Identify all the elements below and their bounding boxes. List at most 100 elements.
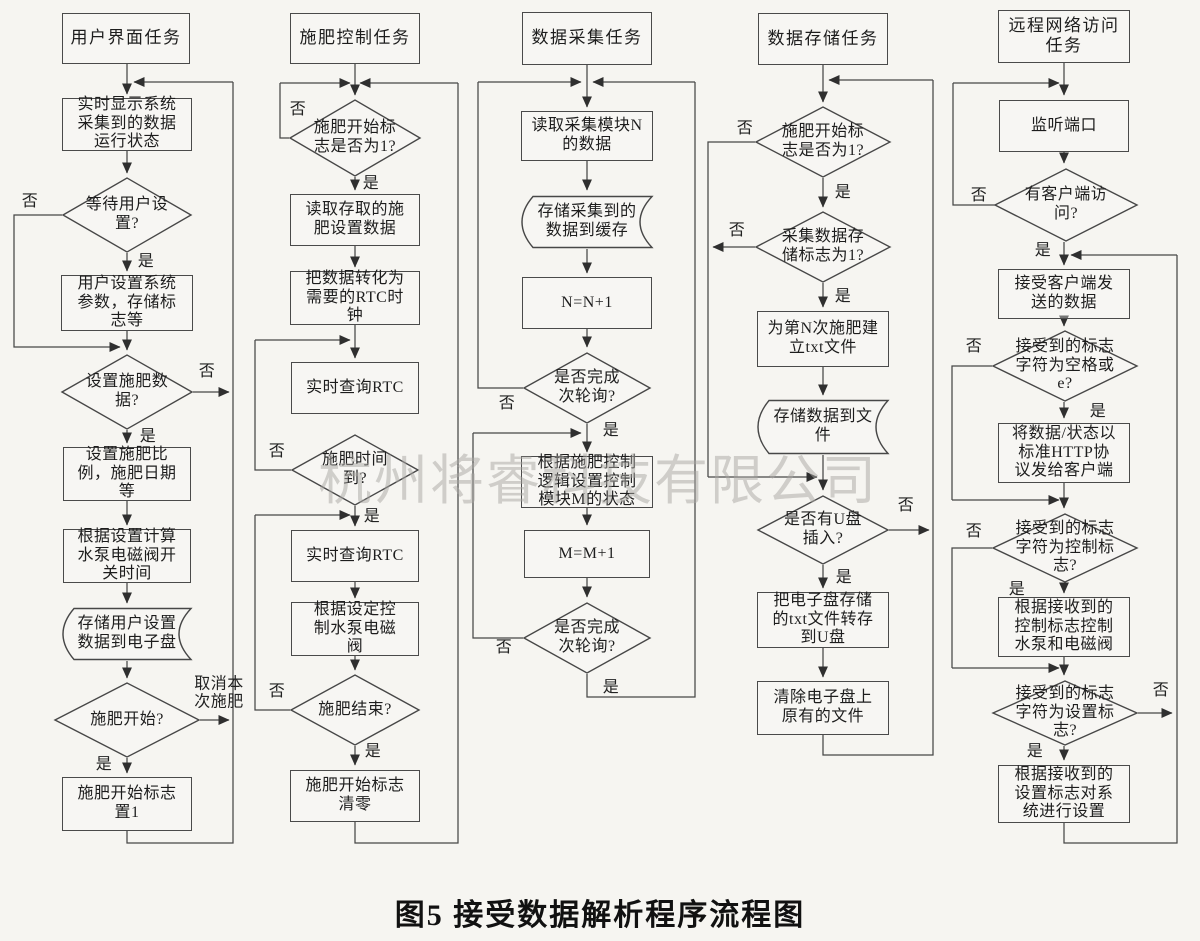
flow-node-4-3: 为第N次施肥建 立txt文件 — [757, 311, 889, 367]
edge-label: 是 — [834, 288, 852, 306]
flow-edge — [1063, 255, 1178, 844]
flow-node-1-7: 存储用户设置 数据到电子盘 — [61, 607, 193, 661]
flow-node-3-3: N=N+1 — [522, 277, 652, 329]
flow-node-2-7: 根据设定控 制水泵电磁 阀 — [291, 601, 419, 656]
edge-label: 是 — [602, 422, 620, 440]
flow-edge — [952, 83, 995, 206]
flow-node-label: 实时显示系统 采集到的数据 运行状态 — [77, 96, 177, 151]
edge-label: 是 — [834, 184, 852, 202]
edge-label: 否 — [970, 187, 988, 205]
flow-node-label: 施肥控制任务 — [299, 28, 411, 48]
edge-label: 是 — [602, 679, 620, 697]
flow-node-1-4: 设置施肥数 据? — [60, 354, 194, 430]
figure-caption: 图5 接受数据解析程序流程图 — [394, 899, 806, 932]
edge-label: 否 — [728, 222, 746, 240]
flow-node-label: 数据存储任务 — [767, 29, 879, 49]
flow-node-3-4: 是否完成 次轮询? — [522, 352, 652, 424]
flow-node-label: 有客户端访 问? — [1024, 186, 1108, 222]
flow-node-label: 监听端口 — [1030, 116, 1097, 134]
flow-node-label: 施肥开始标 志是否为1? — [313, 119, 397, 155]
diamond-shape — [991, 330, 1139, 402]
diamond-shape — [522, 352, 652, 424]
flow-node-2-9: 施肥开始标志 清零 — [290, 770, 420, 822]
flow-node-4-6: 把电子盘存储 的txt文件转存 到U盘 — [757, 592, 889, 648]
edge-label: 是 — [1008, 581, 1026, 599]
flow-node-label: 设置施肥数 据? — [85, 373, 169, 409]
flow-node-5-1: 监听端口 — [999, 100, 1129, 152]
flow-node-label: 存储数据到文 件 — [773, 408, 873, 444]
edge-label: 取消本 次施肥 — [194, 675, 244, 710]
edge-label: 是 — [364, 743, 382, 761]
edge-label: 是 — [362, 175, 380, 193]
edge-label: 是 — [835, 569, 853, 587]
flow-node-1-8: 施肥开始? — [53, 682, 201, 758]
flow-node-5-9: 根据接收到的 设置标志对系 统进行设置 — [998, 765, 1130, 823]
flow-node-label: 等待用户设 置? — [85, 196, 169, 232]
flow-node-label: 把电子盘存储 的txt文件转存 到U盘 — [772, 592, 874, 647]
edge-label: 否 — [21, 193, 39, 211]
flow-node-label: 实时查询RTC — [306, 378, 404, 396]
flow-node-label: 根据接收到的 控制标志控制 水泵和电磁阀 — [1014, 599, 1114, 654]
flow-node-label: 是否完成 次轮询? — [553, 369, 620, 405]
flow-edge — [254, 515, 290, 711]
flow-node-label: 接受到的标志 字符为设置标 志? — [1015, 685, 1115, 740]
edge-label: 否 — [897, 497, 915, 515]
flow-edge — [586, 82, 696, 698]
edge-label: 否 — [498, 395, 516, 413]
flow-node-3-5: 根据施肥控制 逻辑设置控制 模块M的状态 — [521, 454, 653, 508]
flow-node-3-1: 读取采集模块N 的数据 — [521, 111, 653, 161]
diamond-shape — [53, 682, 201, 758]
flow-node-task-title-3: 数据采集任务 — [522, 11, 652, 65]
flow-edges — [13, 63, 1178, 844]
flow-edge — [279, 83, 289, 139]
flow-node-5-6: 接受到的标志 字符为控制标 志? — [991, 513, 1139, 583]
flow-node-4-7: 清除电子盘上 原有的文件 — [757, 681, 889, 735]
stored-data-shape — [757, 399, 890, 455]
flow-node-5-2: 有客户端访 问? — [993, 168, 1139, 242]
flow-node-4-2: 采集数据存 储标志为1? — [754, 211, 892, 283]
flow-node-2-3: 把数据转化为 需要的RTC时 钟 — [290, 270, 420, 325]
flow-node-label: 根据设置计算 水泵电磁阀开 关时间 — [77, 528, 177, 583]
flow-node-1-9: 施肥开始标志 置1 — [62, 777, 192, 831]
flow-node-label: 远程网络访问 任务 — [1008, 16, 1120, 55]
flow-node-label: 读取采集模块N 的数据 — [531, 117, 643, 153]
flow-node-2-5: 施肥时间 到? — [290, 434, 420, 506]
flow-node-2-4: 实时查询RTC — [291, 362, 419, 414]
flow-node-label: 数据采集任务 — [531, 28, 643, 48]
flow-node-label: 把数据转化为 需要的RTC时 钟 — [305, 270, 405, 325]
flow-node-label: 根据设定控 制水泵电磁 阀 — [313, 601, 397, 656]
diamond-shape — [290, 434, 420, 506]
stored-data-shape — [521, 195, 654, 249]
flow-node-3-7: 是否完成 次轮询? — [522, 602, 652, 674]
stored-data-shape — [62, 607, 193, 661]
edge-label: 是 — [139, 428, 157, 446]
edge-label: 否 — [965, 523, 983, 541]
flow-node-label: 施肥开始标 志是否为1? — [781, 123, 865, 159]
edge-label: 否 — [736, 120, 754, 138]
edge-label: 是 — [137, 253, 155, 271]
flow-edge — [951, 365, 992, 500]
edge-label: 否 — [495, 639, 513, 657]
flow-node-5-4: 接受到的标志 字符为空格或 e? — [991, 330, 1139, 402]
flow-node-3-2: 存储采集到的 数据到缓存 — [520, 195, 654, 249]
diamond-shape — [61, 177, 193, 253]
edge-label: 否 — [1152, 682, 1170, 700]
flow-node-label: 实时查询RTC — [306, 546, 404, 564]
flow-node-5-5: 将数据/状态以 标准HTTP协 议发给客户端 — [998, 423, 1130, 483]
flow-node-label: 施肥开始标志 清零 — [305, 777, 405, 813]
diamond-shape — [754, 211, 892, 283]
flow-node-label: 为第N次施肥建 立txt文件 — [767, 320, 879, 356]
flow-node-label: 接受到的标志 字符为控制标 志? — [1015, 520, 1115, 575]
flow-node-2-1: 施肥开始标 志是否为1? — [288, 99, 422, 177]
flow-edge — [707, 141, 755, 477]
diamond-shape — [288, 99, 422, 177]
diamond-shape — [991, 680, 1139, 746]
flow-node-3-6: M=M+1 — [524, 530, 650, 578]
flow-node-1-2: 等待用户设 置? — [61, 177, 193, 253]
edge-label: 否 — [198, 363, 216, 381]
edge-label: 否 — [268, 443, 286, 461]
flow-node-1-3: 用户设置系统 参数，存储标 志等 — [61, 275, 193, 331]
edge-label: 是 — [1026, 743, 1044, 761]
